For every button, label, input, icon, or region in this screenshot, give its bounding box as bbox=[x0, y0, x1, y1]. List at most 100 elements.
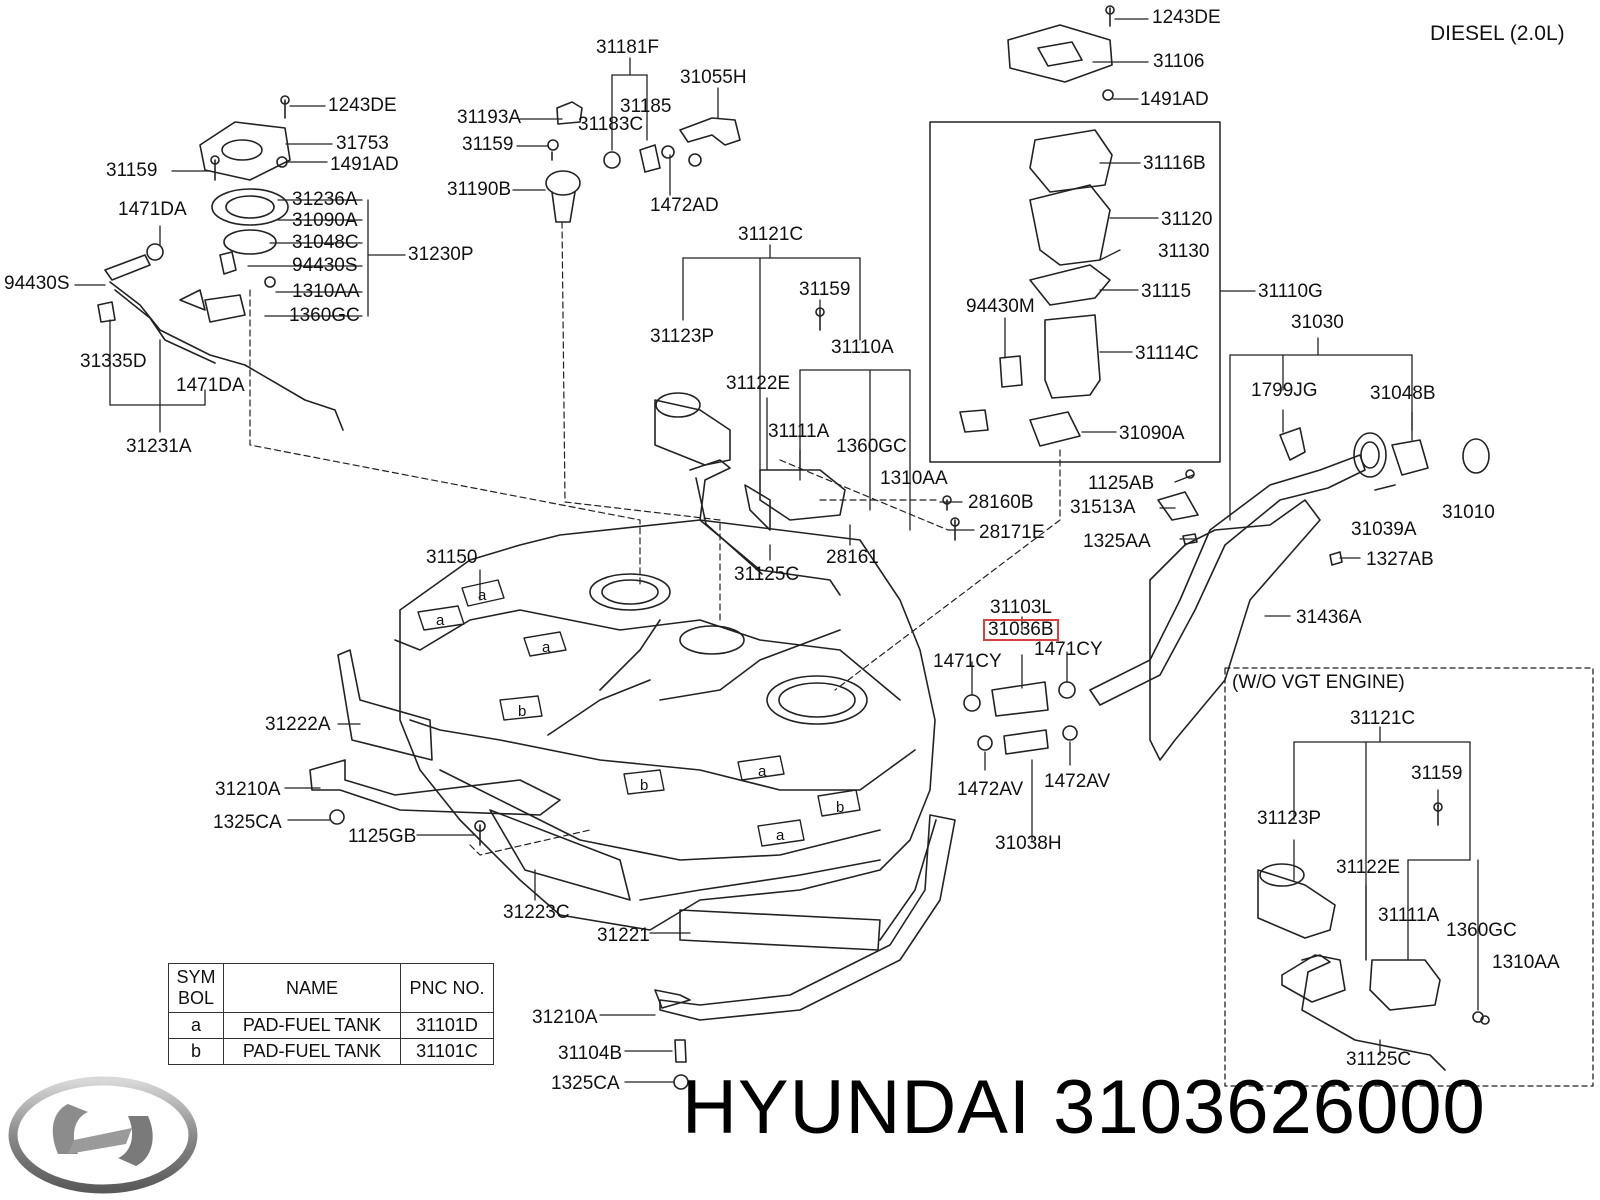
legend-header-pnc: PNC NO. bbox=[400, 963, 494, 1013]
callout-31159-left: 31159 bbox=[106, 160, 158, 181]
callout-31190b: 31190B bbox=[447, 179, 512, 200]
callout-31115: 31115 bbox=[1141, 281, 1192, 302]
callout-1243de-right: 1243DE bbox=[1152, 7, 1221, 28]
callout-1472ad: 1472AD bbox=[650, 195, 719, 216]
pad-mark-a: a bbox=[776, 827, 785, 844]
pad-mark-a: a bbox=[478, 587, 487, 604]
wo-vgt-box bbox=[1224, 667, 1594, 1087]
upper-hoses bbox=[545, 101, 741, 223]
callout-31121c-main: 31121C bbox=[738, 224, 804, 245]
fuel-filter-assembly bbox=[654, 392, 1446, 1071]
callout-1471da-top: 1471DA bbox=[118, 199, 187, 220]
pad-mark-b: b bbox=[518, 703, 526, 720]
callout-31223c: 31223C bbox=[503, 902, 570, 923]
pad-mark-a: a bbox=[436, 612, 445, 629]
callout-31122e-main: 31122E bbox=[726, 373, 791, 394]
legend-row-b: b PAD-FUEL TANK 31101C bbox=[168, 1038, 494, 1065]
callout-31048c: 31048C bbox=[292, 232, 359, 253]
legend-row-a: a PAD-FUEL TANK 31101D bbox=[168, 1012, 494, 1039]
callout-31130: 31130 bbox=[1158, 241, 1210, 262]
callout-31111a-main: 31111A bbox=[768, 421, 830, 442]
callout-31106: 31106 bbox=[1153, 51, 1205, 72]
callout-31436a: 31436A bbox=[1296, 607, 1362, 628]
callout-1471da-bottom: 1471DA bbox=[176, 375, 245, 396]
callout-1310aa-left: 1310AA bbox=[292, 281, 360, 302]
callout-1360gc-main: 1360GC bbox=[836, 436, 907, 457]
callout-1325aa: 1325AA bbox=[1083, 531, 1151, 552]
callout-31513a: 31513A bbox=[1070, 497, 1136, 518]
legend-header-sym: SYM BOL bbox=[168, 963, 224, 1013]
callout-94430s-left: 94430S bbox=[4, 273, 70, 294]
callout-31010: 31010 bbox=[1442, 502, 1495, 523]
callout-31110a: 31110A bbox=[831, 337, 894, 358]
callout-1243de-left: 1243DE bbox=[328, 95, 397, 116]
callout-31121c-box: 31121C bbox=[1350, 708, 1416, 729]
fuel-tank-body bbox=[394, 519, 936, 931]
callout-1327ab: 1327AB bbox=[1366, 549, 1434, 570]
callout-31193a: 31193A bbox=[457, 107, 522, 128]
pad-mark-a: a bbox=[542, 639, 551, 656]
callout-31055h: 31055H bbox=[680, 67, 747, 88]
callout-28161: 28161 bbox=[826, 547, 879, 568]
callout-31236a: 31236A bbox=[292, 189, 358, 210]
engine-note: DIESEL (2.0L) bbox=[1430, 22, 1565, 45]
cover-plates bbox=[199, 24, 1113, 447]
callout-31210a-top: 31210A bbox=[215, 779, 281, 800]
callout-31030: 31030 bbox=[1291, 312, 1344, 333]
callout-31221: 31221 bbox=[597, 925, 650, 946]
legend-sym: b bbox=[168, 1038, 224, 1065]
tank-pads bbox=[417, 579, 861, 847]
callout-31125c-box: 31125C bbox=[1346, 1049, 1412, 1070]
callout-28160b: 28160B bbox=[968, 492, 1034, 513]
callout-31114c: 31114C bbox=[1135, 343, 1199, 364]
callout-31150: 31150 bbox=[426, 547, 478, 568]
callout-1310aa-box: 1310AA bbox=[1492, 952, 1560, 973]
callout-31181f: 31181F bbox=[596, 37, 660, 58]
callout-1491ad-right: 1491AD bbox=[1140, 89, 1209, 110]
fasteners bbox=[210, 5, 1490, 1090]
legend-header-row: SYM BOL NAME PNC NO. bbox=[168, 963, 494, 1013]
callout-31230p: 31230P bbox=[408, 244, 474, 265]
legend-name: PAD-FUEL TANK bbox=[223, 1012, 401, 1039]
callout-1325ca-bottom: 1325CA bbox=[551, 1073, 620, 1094]
brand-part-title: HYUNDAI 3103626000 bbox=[682, 1065, 1486, 1150]
dashed-leaders bbox=[249, 221, 1061, 856]
tank-straps bbox=[309, 649, 956, 1021]
callout-31120: 31120 bbox=[1161, 209, 1213, 230]
callout-31048b: 31048B bbox=[1370, 383, 1436, 404]
callout-31183c: 31183C bbox=[578, 114, 644, 135]
filler-neck bbox=[1089, 427, 1490, 761]
callout-31122e-box: 31122E bbox=[1336, 857, 1401, 878]
wo-vgt-box-title: (W/O VGT ENGINE) bbox=[1232, 672, 1405, 693]
pad-marks: a a a b b a b a bbox=[436, 587, 844, 844]
callout-31116b: 31116B bbox=[1143, 153, 1206, 174]
callout-31090a-box: 31090A bbox=[1119, 423, 1185, 444]
callout-1125ab: 1125AB bbox=[1088, 473, 1155, 494]
callout-1491ad-left: 1491AD bbox=[330, 154, 399, 175]
legend-pnc: 31101C bbox=[400, 1038, 494, 1065]
callout-31111a-box: 31111A bbox=[1378, 905, 1440, 926]
callout-1360gc-box: 1360GC bbox=[1446, 920, 1517, 941]
callout-1471cy-left: 1471CY bbox=[933, 651, 1002, 672]
legend-name: PAD-FUEL TANK bbox=[223, 1038, 401, 1065]
left-sender-unit bbox=[97, 188, 344, 431]
pad-mark-a: a bbox=[758, 763, 767, 780]
callout-31036b-highlighted: 31036B bbox=[983, 619, 1059, 641]
callout-31090a-left: 31090A bbox=[292, 210, 358, 231]
callout-31159-upper: 31159 bbox=[462, 134, 514, 155]
hoses-31038h bbox=[963, 681, 1078, 755]
callout-94430m: 94430M bbox=[966, 296, 1035, 317]
callout-31104b: 31104B bbox=[558, 1043, 623, 1064]
callout-1125gb: 1125GB bbox=[348, 826, 417, 847]
callout-31335d: 31335D bbox=[80, 351, 147, 372]
pad-mark-b: b bbox=[640, 777, 648, 794]
callout-31039a: 31039A bbox=[1351, 519, 1417, 540]
callout-31125c-main: 31125C bbox=[734, 564, 800, 585]
callout-31753: 31753 bbox=[336, 133, 389, 154]
callout-1310aa-main: 1310AA bbox=[880, 468, 948, 489]
hyundai-logo-icon bbox=[8, 1076, 198, 1194]
pad-mark-b: b bbox=[836, 799, 844, 816]
callout-31123p-main: 31123P bbox=[650, 326, 715, 347]
leader-lines bbox=[74, 18, 1479, 1083]
